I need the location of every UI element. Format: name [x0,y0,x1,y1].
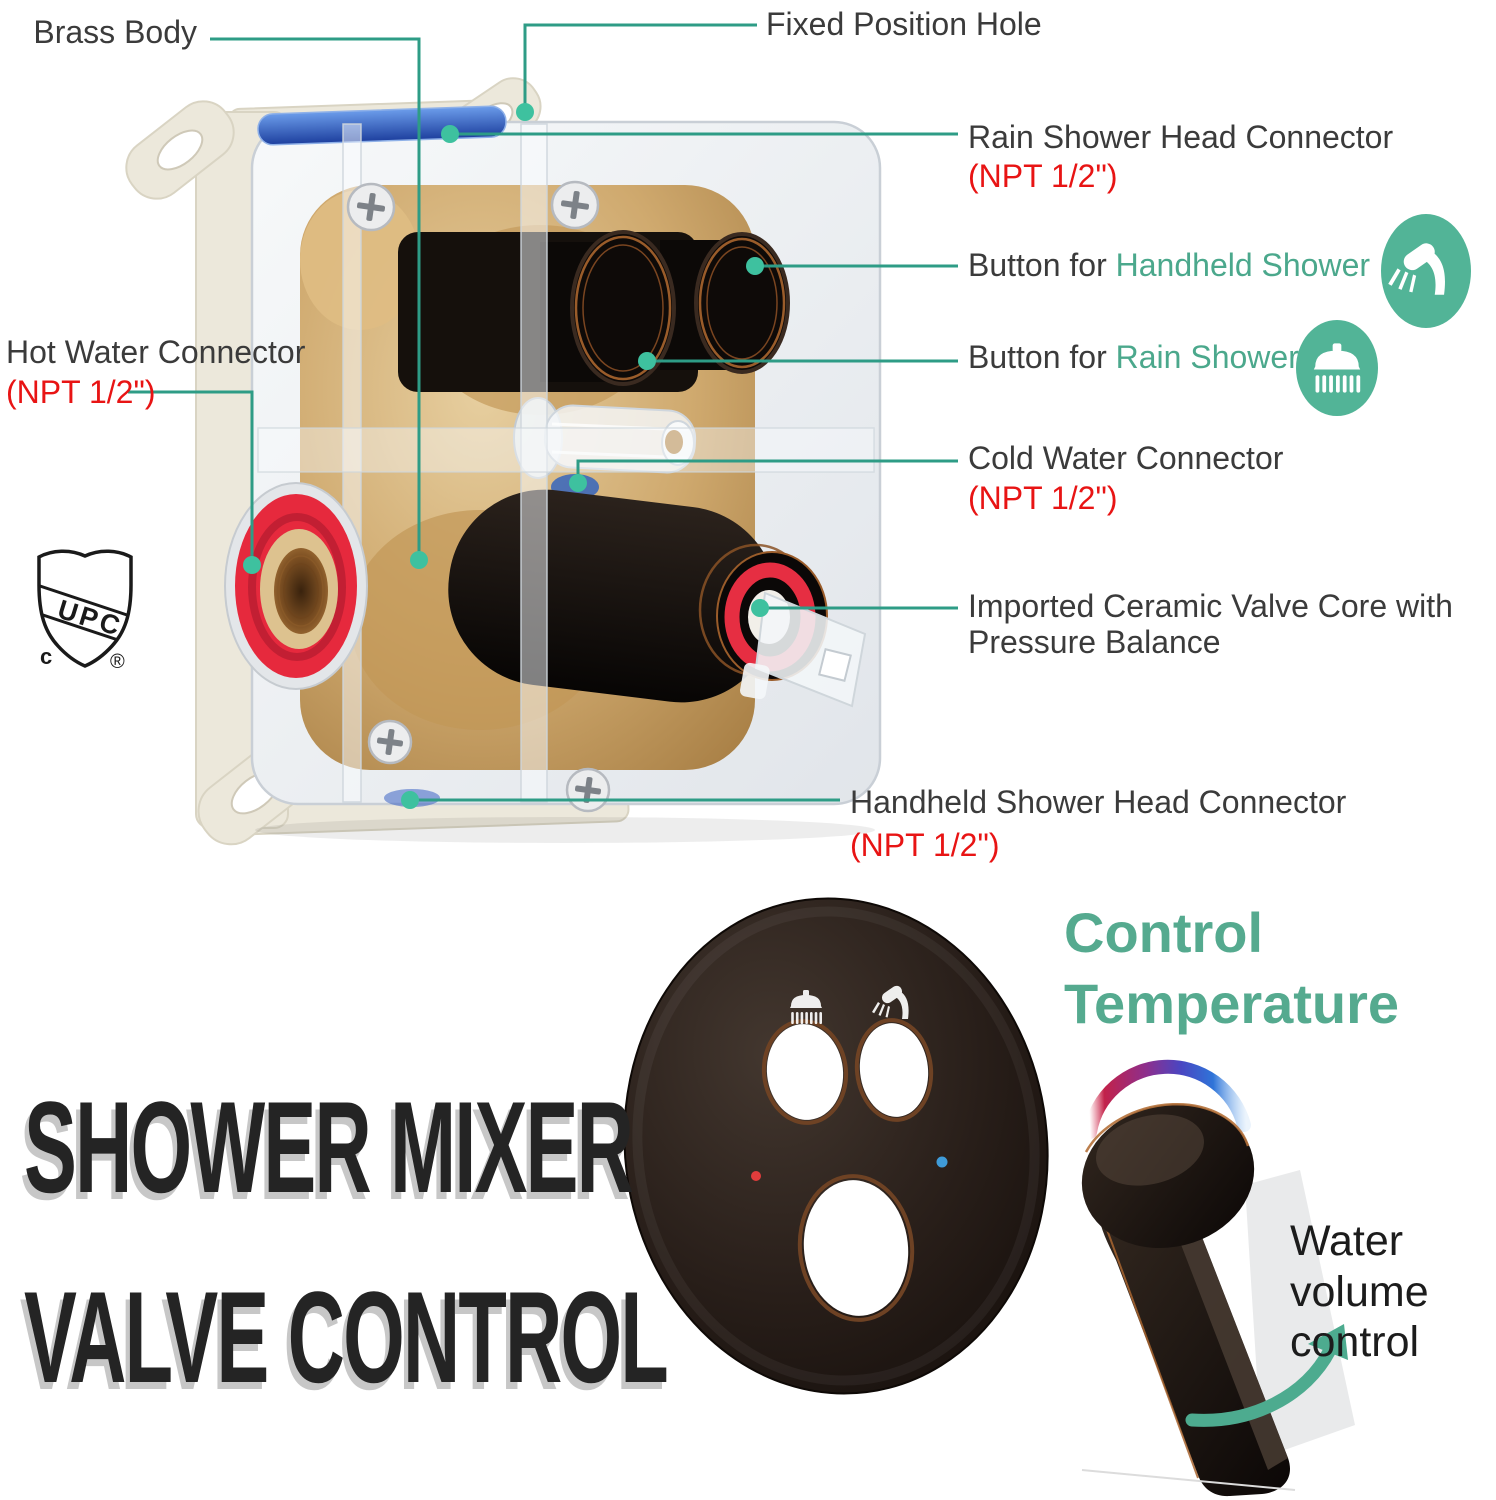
leader-fixed-position-hole [523,23,757,112]
plate-cold-dot [936,1156,948,1168]
ceramic-core-line2: Pressure Balance [968,624,1221,660]
label-button-handheld: Button for Handheld Shower [968,247,1371,283]
callout-dots [243,103,769,809]
lever-handle [1081,1103,1291,1497]
plate-hole-rain [761,1019,849,1125]
shower-valve-illustration [125,77,882,846]
dot-rain-button [638,352,656,370]
screw-bottom-right [565,767,611,813]
label-rain-head-npt: (NPT 1/2") [968,158,1118,194]
npt-text: (NPT 1/2") [968,158,1118,194]
dot-handheld-head-connector [401,791,419,809]
hot-water-inlet [224,482,368,690]
cover-rib-right [520,123,548,803]
cover-rib-horizontal [257,427,875,473]
headline-shower-mixer: SHOWER MIXER [24,1082,634,1212]
handheld-head-connector-text: Handheld Shower Head Connector [850,784,1347,820]
handheld-shower-button [694,232,790,374]
dot-hot-water [243,556,261,574]
dot-cold-water [569,474,587,492]
upc-c-mark: c [40,644,52,669]
dot-ceramic-core [751,599,769,617]
headline-valve-control: VALVE CONTROL [24,1272,669,1402]
label-ceramic-valve-core: Imported Ceramic Valve Core with Pressur… [968,588,1453,660]
water-volume-line1: Water volume [1290,1217,1429,1316]
label-cold-water-npt: (NPT 1/2") [968,480,1118,516]
headline-line1-text: SHOWER MIXER [24,1074,634,1220]
temperature-gradient-arc [1083,1059,1251,1139]
label-handheld-head-npt: (NPT 1/2") [850,827,1000,863]
label-button-rain: Button for Rain Shower [968,339,1299,375]
label-hot-water-npt: (NPT 1/2") [6,374,156,410]
cold-water-text: Cold Water Connector [968,440,1284,476]
npt-text: (NPT 1/2") [968,480,1118,516]
plate-hole-lever [797,1174,915,1322]
water-volume-line2: control [1290,1318,1420,1367]
hot-water-text: Hot Water Connector [6,334,306,370]
ghost-lever [1245,1170,1355,1458]
screw-bottom-left [367,719,413,765]
brass-body-text: Brass Body [33,14,197,50]
trim-plate [623,897,1049,1395]
plate-hot-dot [751,1171,761,1181]
rain-head-connector-text: Rain Shower Head Connector [968,119,1394,155]
label-fixed-position-hole: Fixed Position Hole [766,6,1042,42]
screw-top-right [550,180,600,230]
npt-text: (NPT 1/2") [6,374,156,410]
label-cold-water-connector: Cold Water Connector [968,440,1284,476]
label-handheld-head-connector: Handheld Shower Head Connector [850,784,1347,820]
button-for-text: Button for [968,339,1116,375]
dot-rain-head-connector [441,125,459,143]
control-text: Control [1064,901,1264,964]
label-rain-shower-head-connector: Rain Shower Head Connector [968,119,1394,155]
valve-shadow [255,817,875,843]
rain-shower-badge [1296,320,1378,416]
button-for-text: Button for [968,247,1116,283]
ceramic-core-line1: Imported Ceramic Valve Core with [968,588,1453,624]
rotation-arrow [1185,1324,1348,1427]
mounting-ear-top-left [125,100,235,200]
handheld-shower-text: Handheld Shower [1115,247,1371,283]
dot-handheld-button [746,257,764,275]
label-hot-water-connector: Hot Water Connector [6,334,306,370]
handheld-shower-badge [1381,214,1471,328]
floor-line [1081,1469,1296,1491]
screw-top-left [346,182,396,232]
leader-brass-body [210,37,421,560]
control-temperature-label: Control Temperature [1064,898,1399,1039]
rain-shower-button [570,230,676,386]
dot-fixed-position-hole [516,103,534,121]
npt-text: (NPT 1/2") [850,827,1000,863]
rain-shower-text: Rain Shower [1115,339,1299,375]
plate-hole-handheld [854,1018,934,1122]
water-volume-label: Water volume control [1290,1216,1496,1368]
label-brass-body: Brass Body [0,14,197,50]
fixed-position-hole-text: Fixed Position Hole [766,6,1042,42]
diverter-buttons [398,230,790,392]
registered-mark: ® [110,651,125,673]
upc-shield-icon: UPC c ® [37,549,133,673]
temperature-text: Temperature [1064,971,1400,1035]
leader-hot-water [128,390,254,565]
dot-brass-body [410,551,428,569]
headline-line2-text: VALVE CONTROL [24,1264,669,1410]
